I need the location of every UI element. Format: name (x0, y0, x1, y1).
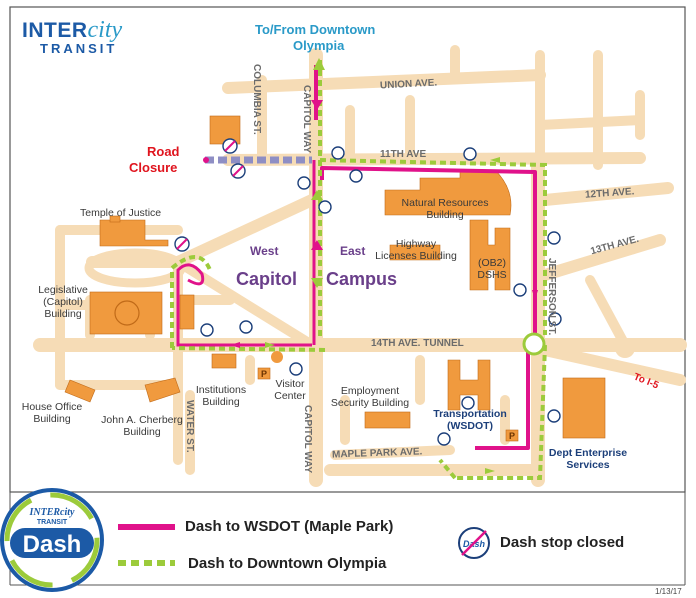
label-ch-1: John A. Cherberg (101, 414, 183, 426)
brand-transit: TRANSIT (40, 41, 118, 56)
dash-logo-word: Dash (23, 531, 82, 558)
buildings (64, 115, 606, 439)
label-legislative: Legislative (Capitol) Building (33, 284, 93, 320)
brand-wordmark: INTERcity (22, 17, 122, 44)
legend-wsdot-label: Dash to WSDOT (Maple Park) (185, 518, 394, 535)
to-from-label: To/From Downtown (255, 22, 376, 37)
label-dept-enterprise: Dept Enterprise Services (538, 447, 638, 471)
label-inst-2: Building (202, 396, 240, 408)
brand-inter: INTER (22, 19, 88, 42)
label-legislative-1: Legislative (38, 284, 88, 296)
capitol-dome (114, 300, 140, 326)
map-date: 1/13/17 (655, 587, 682, 596)
dash-logo-top: INTERcity (29, 507, 76, 518)
label-wsdot-2: (WSDOT) (446, 420, 494, 432)
label-ob2-2: DSHS (477, 269, 507, 281)
label-ho-2: Building (33, 413, 71, 425)
label-emp-2: Security Building (330, 397, 410, 409)
street-jefferson: JEFFERSON ST. (546, 258, 557, 336)
label-ob2-1: (OB2) (477, 257, 506, 269)
street-network (33, 45, 687, 487)
label-temple: Temple of Justice (80, 207, 162, 219)
label-institutions: Institutions Building (185, 384, 257, 408)
label-des-2: Services (566, 459, 610, 471)
cul-de-sac (615, 338, 635, 358)
label-cherberg: John A. Cherberg Building (92, 414, 192, 438)
bus-stops (200, 146, 562, 446)
label-vis-1: Visitor (275, 378, 305, 390)
label-hw-1: Highway (395, 238, 437, 250)
label-ch-2: Building (123, 426, 161, 438)
roundabout (522, 332, 546, 356)
label-inst-1: Institutions (195, 384, 247, 396)
label-employment: Employment Security Building (320, 385, 420, 409)
label-highway: Highway Licenses Building (366, 238, 466, 262)
label-house-office: House Office Building (12, 401, 92, 425)
label-wsdot-1: Transportation (433, 408, 507, 420)
road-closure-marker (203, 157, 209, 163)
street-water: WATER ST. (184, 400, 195, 453)
legend-downtown-label: Dash to Downtown Olympia (188, 555, 387, 572)
campus-campus: Campus (326, 269, 398, 289)
campus-west: West (250, 244, 279, 258)
label-ho-1: House Office (21, 401, 83, 413)
legend-closed-label: Dash stop closed (500, 534, 625, 551)
street-14th: 14TH AVE. TUNNEL (371, 338, 464, 349)
road-closure-line1: Road (147, 144, 180, 159)
label-visitor: Visitor Center (268, 378, 312, 402)
parking-label: P (509, 431, 515, 441)
label-emp-1: Employment (340, 385, 400, 397)
label-ob2: (OB2) DSHS (472, 257, 512, 281)
dash-logo-sub: TRANSIT (37, 519, 68, 526)
label-legislative-3: Building (44, 308, 82, 320)
label-hw-2: Licenses Building (375, 250, 457, 262)
olympia-label: Olympia (293, 38, 345, 53)
street-capitol-way-bottom: CAPITOL WAY (302, 405, 313, 474)
brand-city: city (87, 17, 123, 43)
street-columbia: COLUMBIA ST. (251, 64, 262, 135)
route-wsdot-west-loop (176, 263, 312, 347)
label-nr-1: Natural Resources (401, 197, 489, 209)
label-des-1: Dept Enterprise (548, 447, 628, 459)
campus-capitol: Capitol (236, 269, 297, 289)
label-vis-2: Center (274, 390, 306, 402)
label-transportation: Transportation (WSDOT) (425, 408, 515, 432)
closed-stops (174, 138, 246, 252)
campus-east: East (340, 244, 366, 258)
parking-badges: P P (257, 367, 519, 442)
dash-logo: Dash INTERcity TRANSIT (0, 488, 104, 592)
road-closure-line2: Closure (129, 160, 178, 175)
legend-closed-icon: Dash (458, 527, 490, 559)
parking-label: P (261, 369, 267, 379)
route-arrows (230, 58, 538, 474)
label-legislative-2: (Capitol) (43, 296, 83, 308)
label-natural-resources: Natural Resources Building (395, 197, 495, 221)
street-capitol-way-top: CAPITOL WAY (301, 85, 312, 154)
street-11th: 11TH AVE (380, 149, 427, 160)
label-nr-2: Building (426, 209, 464, 221)
visitor-kiosk (271, 351, 283, 363)
